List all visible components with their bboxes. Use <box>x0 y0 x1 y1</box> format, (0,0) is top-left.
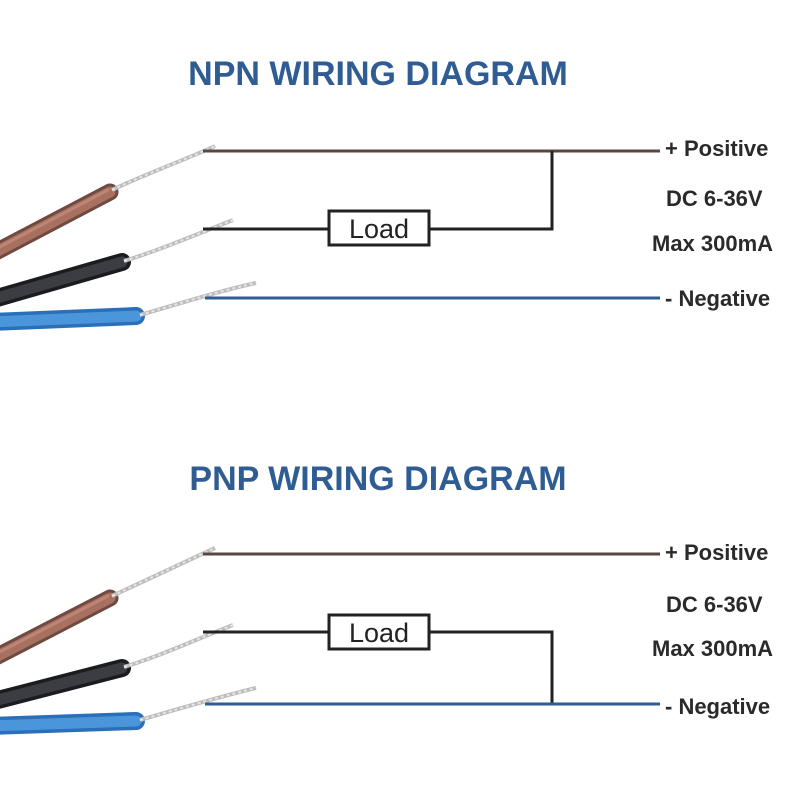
pnp-cable-brown <box>0 546 216 665</box>
npn-current-label: Max 300mA <box>652 231 773 256</box>
pnp-title: PNP WIRING DIAGRAM <box>189 460 566 498</box>
npn-cable-brown <box>0 144 216 260</box>
npn-diagram: NPN WIRING DIAGRAM Load <box>0 55 773 331</box>
pnp-cable-black <box>0 623 234 709</box>
npn-negative-label: - Negative <box>665 286 770 311</box>
npn-positive-label: + Positive <box>665 136 768 161</box>
pnp-positive-label: + Positive <box>665 540 768 565</box>
npn-voltage-label: DC 6-36V <box>666 186 763 211</box>
pnp-negative-label: - Negative <box>665 694 770 719</box>
npn-load-wire-right <box>429 151 554 231</box>
npn-title: NPN WIRING DIAGRAM <box>188 55 568 93</box>
npn-cable-black <box>0 218 234 307</box>
pnp-load-label: Load <box>349 618 409 648</box>
npn-load-box <box>327 209 431 247</box>
npn-cable-blue <box>0 281 257 331</box>
pnp-voltage-label: DC 6-36V <box>666 592 763 617</box>
npn-load-label: Load <box>349 214 409 244</box>
pnp-diagram: PNP WIRING DIAGRAM Load <box>0 460 773 735</box>
pnp-load-box <box>327 613 431 651</box>
pnp-cable-blue <box>0 686 257 735</box>
pnp-current-label: Max 300mA <box>652 636 773 661</box>
pnp-load-wire-right <box>429 630 554 704</box>
